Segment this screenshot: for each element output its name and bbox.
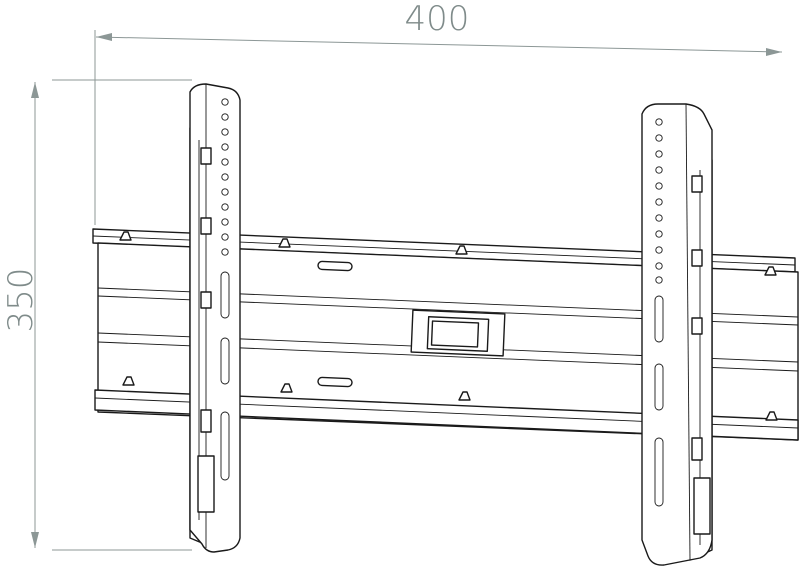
right-vertical-bracket [641,103,713,566]
left-bracket-clip [200,217,212,235]
height-dimension-label: 350 [1,268,41,333]
level-bubble [410,309,506,357]
width-arrow-left [96,33,112,41]
right-bracket-fold [685,103,691,561]
rail-hook [455,245,468,255]
rail-hook [122,376,135,386]
right-bracket-slot [654,363,664,411]
bottom-rail [94,389,799,441]
right-bracket-latch [693,477,711,535]
rail-hook [280,383,293,393]
right-bracket-slot [654,437,664,507]
height-arrow-top [31,82,39,98]
slot-bottom [317,376,353,388]
rail-hook [765,411,778,421]
right-bracket-slot [654,295,664,343]
rail-hook [458,391,471,401]
height-dimension: 350 [1,79,192,551]
left-bracket-slot [220,337,230,385]
rail-hook [764,266,777,276]
right-bracket-clip [691,175,703,193]
right-bracket-clip [691,249,703,267]
left-vertical-bracket [189,83,241,553]
slot-top [317,260,353,272]
rail-hook [119,231,132,241]
left-bracket-face [189,83,241,553]
left-bracket-slot [220,271,230,319]
left-bracket-holes [221,98,229,256]
left-bracket-clip [200,147,212,165]
height-arrow-bottom [31,532,39,548]
width-arrow-right [766,48,782,56]
left-bracket-slot [220,411,230,481]
right-bracket-holes [655,118,663,284]
left-bracket-latch [197,455,215,513]
width-dimension-label: 400 [405,0,470,39]
right-bracket-clip [691,437,703,461]
right-bracket-clip [691,317,703,335]
left-bracket-clip [200,409,212,433]
left-bracket-clip [200,291,212,309]
width-dimension-line [95,36,783,53]
width-dimension: 400 [94,0,783,225]
rail-hook [278,238,291,248]
